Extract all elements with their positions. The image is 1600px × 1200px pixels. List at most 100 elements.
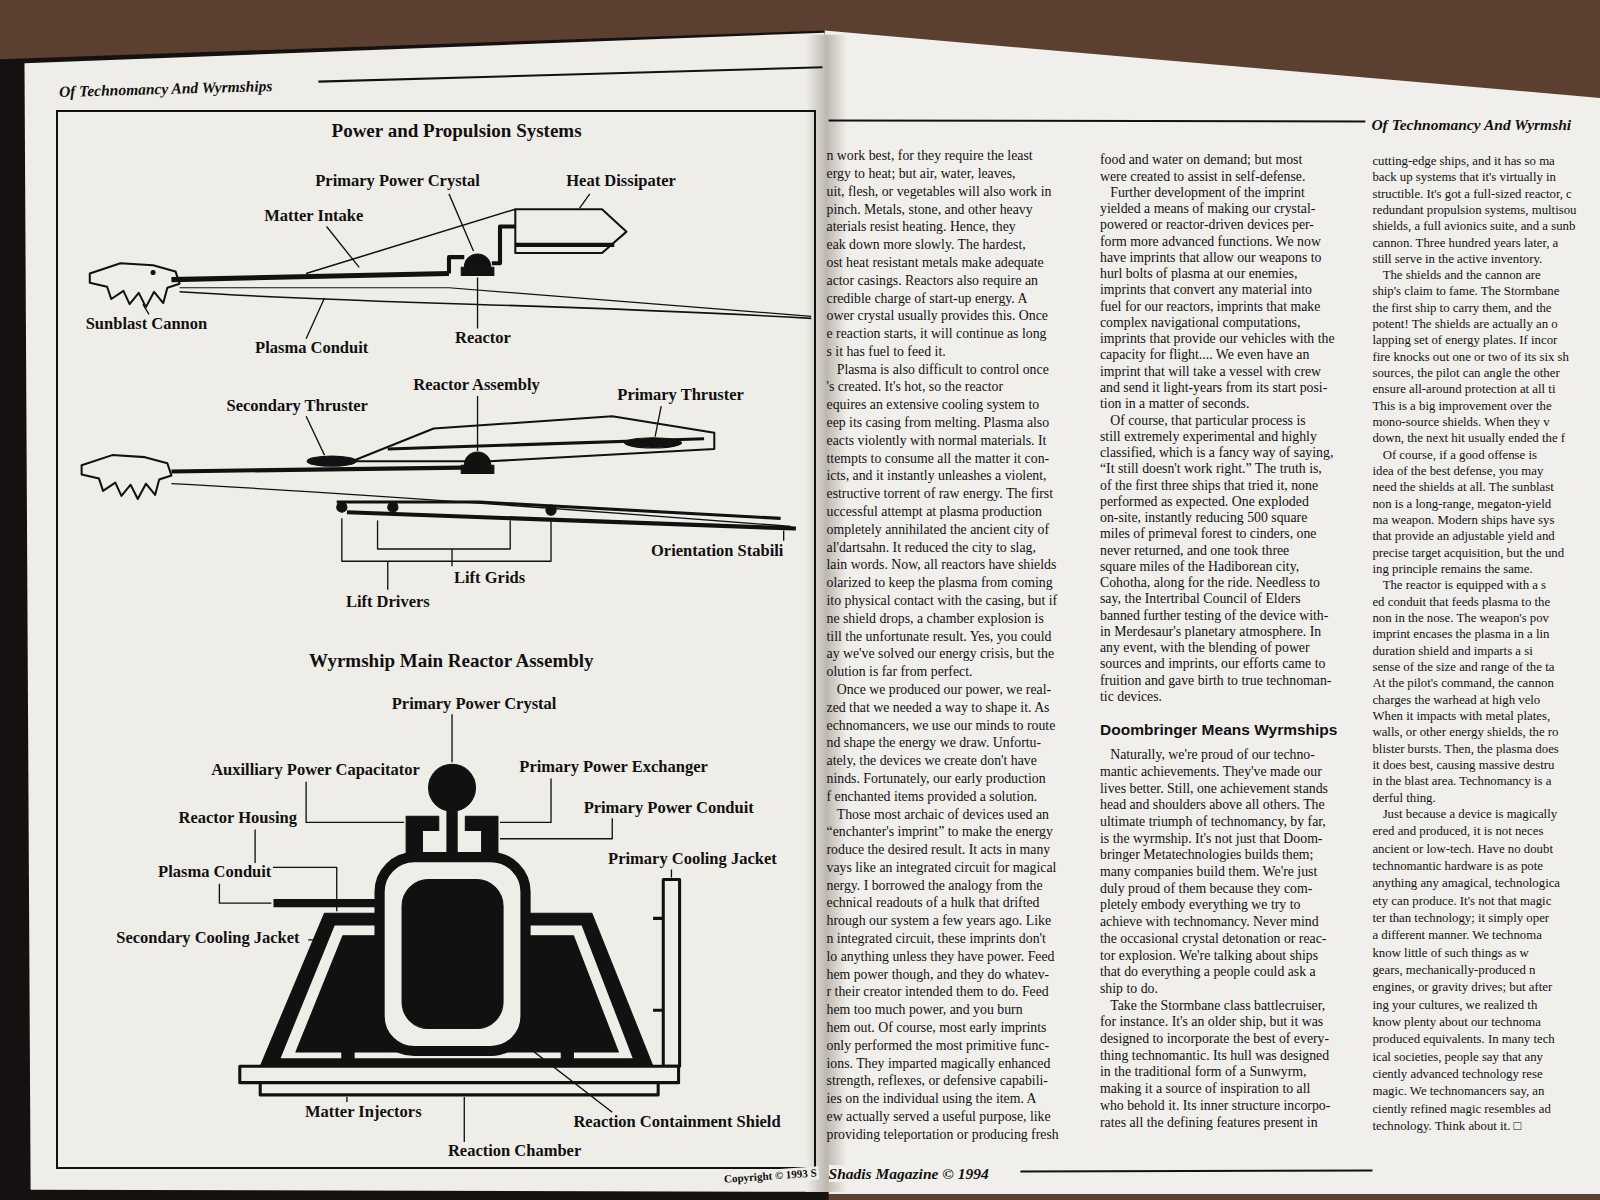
body-text-line: f enchanted items provided a solution. <box>827 789 1038 805</box>
body-text-line: “enchanter's imprint” to make the energy <box>827 824 1053 840</box>
body-text-line: lapping set of energy plates. If incor <box>1372 333 1557 348</box>
art-path <box>515 243 614 247</box>
rules <box>318 67 1372 1171</box>
body-text-line: potent! The shields are actually an o <box>1372 317 1557 332</box>
body-text-line: anything any amagical, technologica <box>1372 876 1560 891</box>
body-text-line: This is a big improvement over the <box>1372 399 1551 414</box>
art-line <box>829 120 1366 121</box>
body-text-line: imprints that convert any material into <box>1100 282 1312 298</box>
body-text-line: technology. Think about it. □ <box>1372 1119 1521 1134</box>
body-text-line: uit, flesh, or vegetables will also work… <box>827 184 1052 200</box>
body-text-line: technomantic hardware is as pote <box>1372 859 1543 874</box>
body-text-line: that do everything a people could ask a <box>1100 964 1316 980</box>
body-text-line: duration shield and imparts a si <box>1372 644 1532 659</box>
body-text-line: yielded a means of making our crystal- <box>1100 201 1315 217</box>
art-rect <box>461 267 494 275</box>
body-text-line: still extremely experimental and highly <box>1100 429 1317 445</box>
body-text-line: achieve with technomancy. Never mind <box>1100 914 1319 930</box>
body-text-line: engines, or gravity drives; but after <box>1372 980 1552 995</box>
body-text-line: nergy. I borrowed the analogy from the <box>827 878 1043 894</box>
body-text-line: imprint that will take a vessel with cre… <box>1100 364 1321 380</box>
art-rect <box>447 811 457 857</box>
art-path <box>492 227 515 264</box>
part-label: Reactor Assembly <box>411 376 542 395</box>
figure-frame: Power and Propulsion SystemsWyrmship Mai… <box>56 110 816 1169</box>
body-text-line: a different manner. We technoma <box>1372 928 1541 943</box>
body-text-line: non is a long-range, megaton-yield <box>1372 497 1551 512</box>
body-text-line: hurl bolts of plasma at our enemies, <box>1100 266 1297 282</box>
art-polygon <box>515 209 626 253</box>
body-text-line: Naturally, we're proud of our techno- <box>1110 747 1315 763</box>
body-text-line: walls, or other energy shields, the ro <box>1372 725 1558 740</box>
body-text-line: Plasma is also difficult to control once <box>837 362 1049 378</box>
body-text-line: designed to incorporate the best of ever… <box>1100 1031 1329 1047</box>
body-text-line: At the pilot's command, the cannon <box>1372 676 1553 691</box>
part-label: Orientation Stabili <box>649 542 785 561</box>
body-text-line: Of course, if a good offense is <box>1383 448 1537 463</box>
body-text-line: hem out. Of course, most early imprints <box>827 1020 1047 1036</box>
body-text-line: ensure all-around protection at all ti <box>1372 382 1555 397</box>
body-text-line: mantic achievements. They've made our <box>1100 764 1322 780</box>
body-text-line: estructive torrent of raw energy. The fi… <box>827 486 1054 502</box>
body-text-line: imprint encases the plasma in a lin <box>1372 627 1549 642</box>
body-text-line: in the blast area. Technomancy is a <box>1372 774 1551 789</box>
part-label: Primary Power Crystal <box>313 172 482 191</box>
body-text-line: bringer Metatechnologies builds them; <box>1100 847 1313 863</box>
body-text-line: idea of the best defense, you may <box>1372 464 1543 479</box>
body-text-line: When it impacts with metal plates, <box>1372 709 1550 724</box>
figure-heading: Power and Propulsion Systems <box>329 120 585 142</box>
body-text-line: ship to do. <box>1100 981 1158 997</box>
body-text-line: need the shields at all. The sunblast <box>1372 480 1553 495</box>
body-text-line: echnical readouts of a hulk that drifted <box>827 895 1040 911</box>
body-text-line: lain words. Now, all reactors have shiel… <box>827 557 1057 573</box>
body-text-line: ancient or low-tech. Have no doubt <box>1372 842 1553 857</box>
art-ellipse <box>624 438 681 448</box>
art-circle <box>151 270 155 274</box>
body-text-line: were created to assist in self-defense. <box>1100 169 1305 185</box>
body-text-line: ost heat resistant metals make adequate <box>827 255 1044 271</box>
body-text-line: food and water on demand; but most <box>1100 152 1302 168</box>
art-circle <box>429 764 476 811</box>
body-text-line: The shields and the cannon are <box>1383 268 1541 283</box>
body-text-line: r their creator intended them to do. Fee… <box>827 984 1049 1000</box>
body-text-line: hem power though, and they do whatev- <box>827 967 1050 983</box>
body-text-line: ing principle remains the same. <box>1372 562 1532 577</box>
body-text-line: Take the Stormbane class battlecruiser, <box>1110 998 1325 1014</box>
body-text-line: banned further testing of the device wit… <box>1100 608 1328 624</box>
body-text-line: 's created. It's hot, so the reactor <box>827 379 1004 395</box>
body-text-line: charges the warhead at high velo <box>1372 693 1540 708</box>
body-text-line: Cohotha, along for the ride. Needless to <box>1100 575 1320 591</box>
body-text-line: Further development of the imprint <box>1110 185 1305 201</box>
body-text-line: s it has fuel to feed it. <box>827 344 946 360</box>
part-label: Reaction Containment Shield <box>571 1113 782 1132</box>
body-text-line: n work best, for they require the least <box>827 148 1033 164</box>
body-text-line: ed conduit that feeds plasma to the <box>1372 595 1550 610</box>
body-text-line: icts, and it instantly unleashes a viole… <box>827 468 1047 484</box>
art-line <box>1020 1170 1372 1171</box>
page-footer: Shadis Magazine © 1994 <box>829 1165 993 1183</box>
art-path <box>653 918 663 1010</box>
body-text-line: produced equivalents. In many tech <box>1372 1032 1554 1047</box>
body-text-line: ies on the individual using the item. A <box>827 1091 1037 1107</box>
art-path <box>273 899 379 907</box>
propulsion-ship-middle <box>82 396 796 590</box>
body-text-line: n integrated circuit, these imprints don… <box>827 931 1046 947</box>
body-text-line: in Merdesaur's planetary atmosphere. In <box>1100 624 1321 640</box>
part-label: Heat Dissipater <box>564 172 678 191</box>
art-rect <box>342 1041 354 1067</box>
body-text-line: still serve in the active inventory. <box>1372 252 1542 267</box>
body-text-line: ompletely annihilated the ancient city o… <box>827 522 1050 538</box>
art-rect <box>260 1083 658 1095</box>
body-text-line: echnomancers, we use our minds to route <box>827 718 1056 734</box>
body-text-line: making it a source of inspiration to all <box>1100 1081 1310 1097</box>
body-text-line: eak down more slowly. The hardest, <box>827 237 1026 253</box>
part-label: Sunblast Cannon <box>84 315 210 334</box>
part-label: Lift Grids <box>452 569 527 588</box>
body-text-line: roduce the desired result. It acts in ma… <box>827 842 1051 858</box>
art-path <box>406 816 439 855</box>
part-label: Lift Drivers <box>344 593 432 612</box>
body-text-line: who behold it. Its inner structure incor… <box>1100 1098 1330 1114</box>
body-text-line: non in the nose. The weapon's pov <box>1372 611 1549 626</box>
